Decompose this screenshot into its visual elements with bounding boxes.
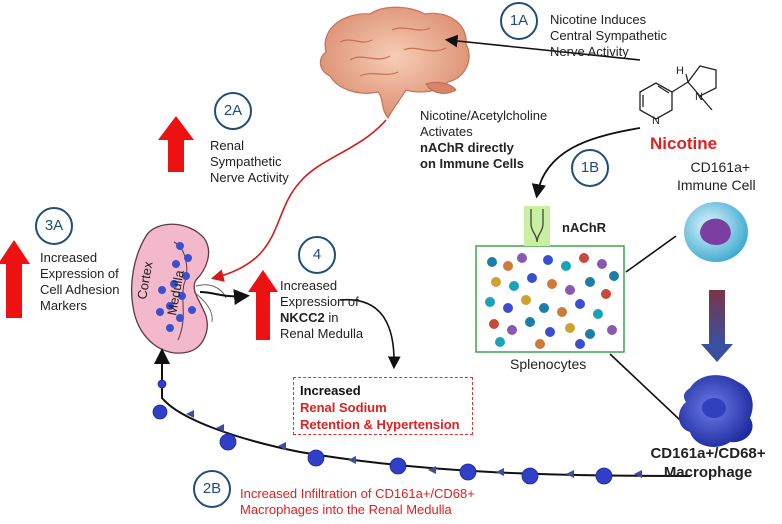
arrow-brain-to-kidney [210,119,387,282]
up-arrow-icon [0,240,30,318]
renal-line: Sympathetic [210,154,282,169]
macrophage-line: CD161a+/CD68+ [650,445,766,462]
infiltration-line: Macrophages into the Renal Medulla [240,502,452,517]
activates-line: nAChR directly [420,140,514,155]
up-arrow-icon [248,270,278,340]
step-2b-badge: 2B [193,470,231,508]
activates-text: Nicotine/Acetylcholine Activates nAChR d… [420,108,547,172]
macrophage-icon [678,375,753,447]
renal-line: Nerve Activity [210,170,289,185]
arrow-kidney-to-nkcc2 [199,289,250,305]
connector-splenocytes-to-macrophage [609,353,681,421]
pyrrolidine-nitrogen-label: N [695,91,703,103]
step-1a-line: Nicotine Induces [550,12,647,27]
adhesion-line: Expression of [40,266,119,281]
outcome-line: Retention & Hypertension [300,417,460,432]
cd161-line: Immune Cell [677,177,756,193]
nkcc2-text: Increased Expression of NKCC2 in Renal M… [280,278,363,342]
activates-line: Activates [420,124,473,139]
adhesion-markers-text: Increased Expression of Cell Adhesion Ma… [40,250,120,314]
step-3a-badge: 3A [35,207,73,245]
down-arrow-icon [701,290,733,362]
cortex-label: Cortex [134,260,156,301]
cd161-cell-label: CD161a+ Immune Cell [677,158,756,194]
step-1a-line: Central Sympathetic [550,28,668,43]
outcome-line: Renal Sodium [300,400,387,415]
renal-sympathetic-text: Renal Sympathetic Nerve Activity [210,138,289,186]
pyridine-nitrogen-label: N [652,115,660,127]
brain-icon [319,6,470,120]
up-arrow-icon [158,116,194,172]
hydrogen-label: H [676,65,684,77]
step-1b-badge: 1B [571,149,609,187]
adhesion-line: Increased [40,250,98,265]
nachr-label: nAChR [562,220,607,235]
infiltration-text: Increased Infiltration of CD161a+/CD68+ … [240,486,475,518]
nkcc2-line: Increased [280,278,338,293]
nkcc2-in: in [324,310,339,325]
connector-splenocytes-to-cd161 [625,235,677,273]
step-1a-badge: 1A [500,2,538,40]
nkcc2-line: NKCC2 in [280,310,363,326]
kidney-macrophage-dots [156,242,196,332]
step-1a-text: Nicotine Induces Central Sympathetic Ner… [550,12,667,60]
immune-cell-icon [684,202,748,262]
activates-line: Nicotine/Acetylcholine [420,108,548,123]
cd161-line: CD161a+ [690,159,751,175]
nkcc2-line: Renal Medulla [280,326,364,341]
step-2a-badge: 2A [214,92,252,130]
activates-line: on Immune Cells [420,156,525,171]
macrophage-label: CD161a+/CD68+ Macrophage [643,444,773,482]
nicotine-label: Nicotine [650,134,718,153]
nachr-receptor-icon [530,209,544,243]
infiltration-line: Increased Infiltration of CD161a+/CD68+ [240,486,475,501]
adhesion-line: Markers [40,298,87,313]
outcome-box: Increased Renal Sodium Retention & Hyper… [293,377,473,435]
arrow-nicotine-to-brain [444,34,641,61]
splenocytes-label: Splenocytes [510,356,587,372]
arrow-nicotine-to-nachr [531,127,641,199]
renal-line: Renal [210,138,244,153]
splenocyte-cells [485,253,619,349]
macrophage-line: Macrophage [663,464,753,481]
vessel-macrophages [152,379,613,485]
nkcc2-name: NKCC2 [280,310,325,325]
adhesion-line: Cell Adhesion [40,282,120,297]
vessel-chevrons [186,410,642,478]
outcome-line: Increased [300,383,361,398]
step-1a-line: Nerve Activity [550,44,629,59]
nkcc2-line: Expression of [280,294,359,309]
vessel-infiltration-path [154,348,691,477]
arrow-nkcc2-to-box [339,299,401,370]
step-4-badge: 4 [298,236,336,274]
nicotine-molecule-icon [639,65,717,120]
